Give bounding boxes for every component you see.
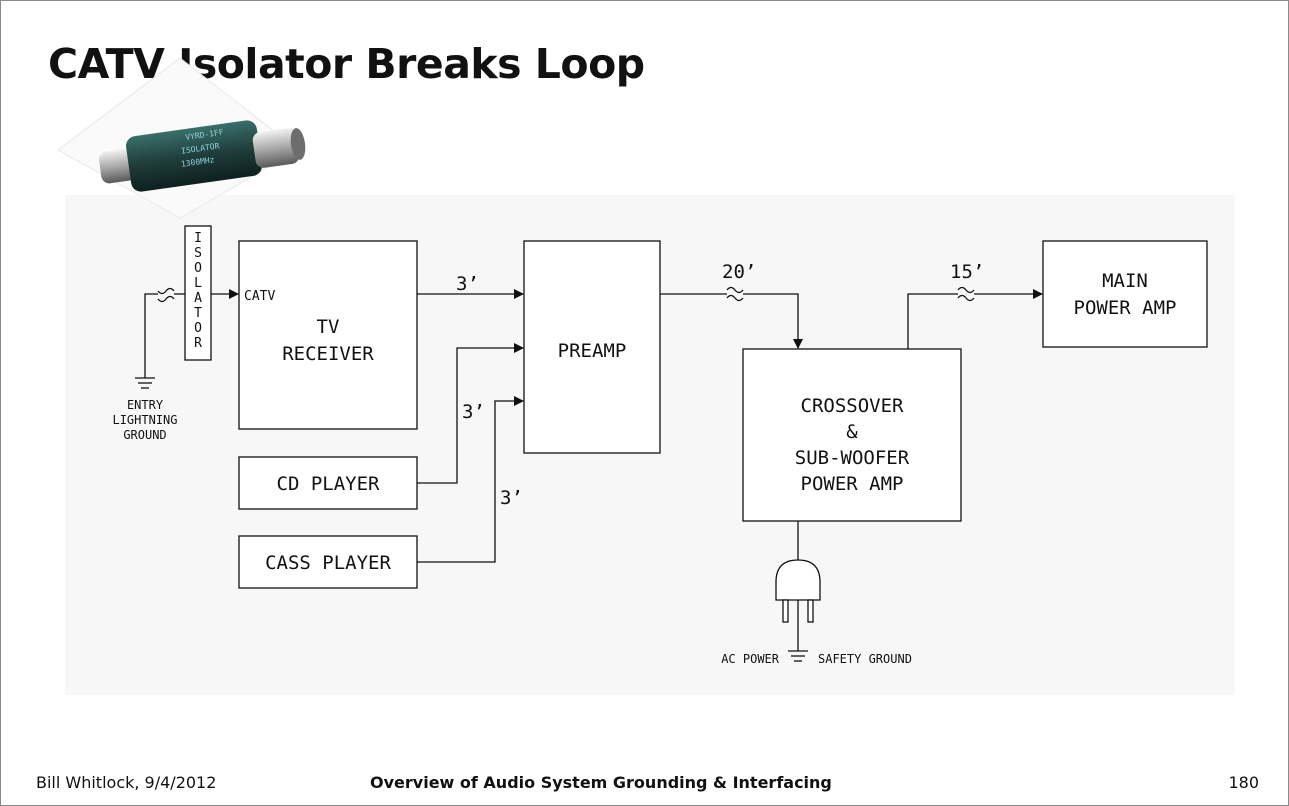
footer-author-date: Bill Whitlock, 9/4/2012 [36,773,216,792]
crossover-label-2: & [846,421,858,443]
entry-ground-label-1: ENTRY [127,398,164,412]
isolator-letter: A [194,291,202,306]
entry-ground-label-2: LIGHTNING [112,413,177,427]
isolator-letter: R [194,336,202,351]
safety-ground-label: SAFETY GROUND [818,652,912,666]
crossover-label-1: CROSSOVER [801,395,905,417]
cable-length-preamp-crossover: 20’ [722,261,756,283]
main-amp-label-2: POWER AMP [1074,297,1177,319]
isolator-letter: I [194,231,202,246]
preamp-label: PREAMP [558,340,627,362]
ac-power-label: AC POWER [721,652,780,666]
tv-label-2: RECEIVER [282,343,374,365]
cass-player-label: CASS PLAYER [265,552,391,574]
tv-label-1: TV [317,316,340,338]
cable-length-cass: 3’ [500,487,523,509]
main-amp-label-1: MAIN [1102,270,1148,292]
cable-length-tv-preamp: 3’ [456,273,479,295]
entry-ground-label-3: GROUND [123,428,166,442]
isolator-letter: L [194,276,202,291]
cd-player-label: CD PLAYER [277,473,381,495]
isolator-letter: O [194,321,202,336]
footer-course-title: Overview of Audio System Grounding & Int… [370,773,832,792]
crossover-label-3: SUB-WOOFER [795,447,910,469]
isolator-letter: T [194,306,202,321]
ac-plug-icon [776,560,820,651]
cable-length-cd: 3’ [462,401,485,423]
main-power-amp-box [1043,241,1207,347]
cable-length-crossover-main: 15’ [950,261,984,283]
footer-page-number: 180 [1228,773,1259,792]
catv-label: CATV [244,289,275,304]
crossover-label-4: POWER AMP [801,473,904,495]
isolator-photo: VYRD-1FF ISOLATOR 1300MHz [58,58,307,218]
isolator-letter: S [194,246,202,261]
isolator-letter: O [194,261,202,276]
